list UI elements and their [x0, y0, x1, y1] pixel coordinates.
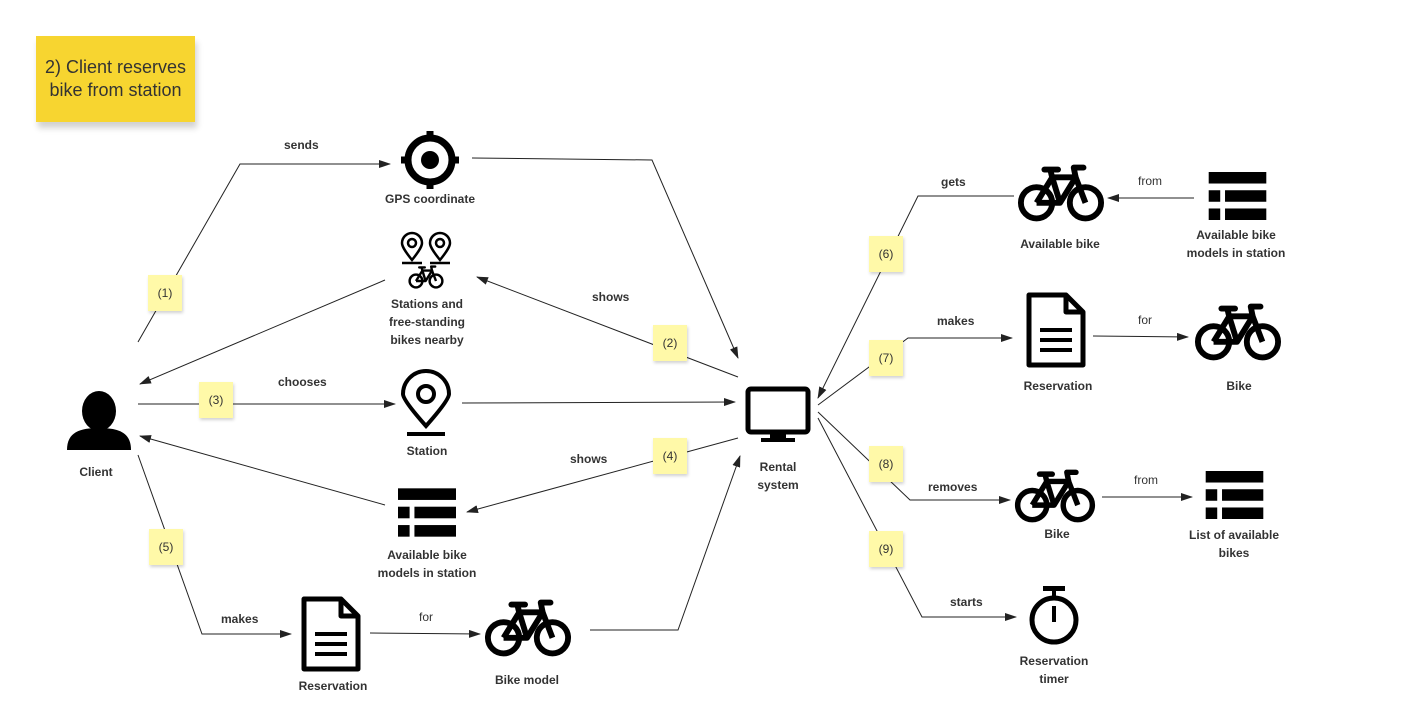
edge-label-removes: removes: [928, 480, 978, 494]
nearby-label: Stations and free-standing bikes nearby: [372, 295, 482, 349]
timer-label: Reservation timer: [1004, 652, 1104, 688]
stopwatch-icon: [1029, 586, 1079, 645]
models-right-label: Available bike models in station: [1174, 226, 1298, 262]
client-label: Client: [79, 465, 113, 479]
edge-station-to-system: [461, 398, 736, 407]
station-label: Station: [406, 444, 448, 458]
nearby-label-line: Stations and: [390, 297, 463, 311]
available-list-label: List of available bikes: [1172, 526, 1296, 562]
available-list-line: bikes: [1218, 546, 1250, 560]
edge-label-from-1: from: [1138, 174, 1162, 188]
rental-system-line: system: [757, 478, 799, 492]
edge-label-for-left: for: [419, 610, 434, 624]
bike-remove-label: Bike: [1044, 527, 1070, 541]
edge-gps-to-system: [471, 157, 739, 359]
gps-target-icon: [401, 131, 459, 189]
available-list-line: List of available: [1188, 528, 1280, 542]
bicycle-icon: [1018, 472, 1093, 519]
reservation-left-label: Reservation: [298, 679, 368, 693]
bicycle-icon: [1198, 307, 1278, 358]
step-note-5: (5): [149, 529, 183, 565]
edge-label-sends: sends: [284, 138, 319, 152]
title-sticky-note: 2) Client reserves bike from station: [36, 36, 195, 122]
edge-label-gets: gets: [941, 175, 966, 189]
person-icon: [67, 391, 131, 450]
edge-for-left: [369, 629, 481, 638]
map-pin-icon: [400, 369, 452, 436]
edge-removes: [817, 411, 1011, 504]
edge-label-shows-2: shows: [570, 452, 608, 466]
step-note-2: (2): [653, 325, 687, 361]
edge-system-shows-nearby: [476, 276, 739, 378]
table-list-icon: [1205, 471, 1264, 519]
models-right-line: Available bike: [1196, 228, 1276, 242]
edge-makes-left: [137, 454, 292, 638]
rental-system-label: Rental system: [743, 458, 813, 494]
step-note-8: (8): [869, 446, 903, 482]
title-line-2: bike from station: [49, 80, 182, 100]
edge-sends: [137, 160, 391, 343]
table-list-icon: [398, 488, 456, 537]
timer-line: Reservation: [1019, 654, 1089, 668]
edge-label-makes-left: makes: [221, 612, 259, 626]
edge-bikemodel-to-system: [590, 455, 741, 631]
step-note-9: (9): [869, 531, 903, 567]
nearby-label-line: bikes nearby: [390, 333, 464, 347]
edge-system-shows-models: [466, 437, 739, 513]
bike-for-label: Bike: [1226, 379, 1252, 393]
models-right-line: models in station: [1186, 246, 1286, 260]
table-list-icon: [1208, 172, 1267, 220]
edge-label-for-right: for: [1138, 313, 1153, 327]
bicycle-icon: [1021, 168, 1101, 219]
edge-nearby-to-client: [139, 279, 386, 385]
available-bike-label: Available bike: [1020, 237, 1100, 251]
step-note-3: (3): [199, 382, 233, 418]
timer-line: timer: [1039, 672, 1069, 686]
edge-label-shows-1: shows: [592, 290, 630, 304]
bicycle-icon: [488, 603, 568, 654]
edge-label-chooses: chooses: [278, 375, 327, 389]
rental-system-line: Rental: [759, 460, 797, 474]
edge-for-right: [1092, 332, 1189, 341]
edge-models-to-client: [139, 435, 386, 506]
edge-label-from-2: from: [1134, 473, 1158, 487]
edge-starts: [817, 417, 1017, 621]
document-icon: [304, 599, 358, 669]
map-pins-bike-icon: [400, 231, 452, 289]
step-note-7: (7): [869, 340, 903, 376]
edge-gets: [817, 195, 1014, 399]
models-left-label: Available bike models in station: [365, 546, 489, 582]
step-note-1: (1): [148, 275, 182, 311]
reservation-right-label: Reservation: [1023, 379, 1093, 393]
models-left-line: Available bike: [387, 548, 467, 562]
models-left-line: models in station: [377, 566, 477, 580]
step-note-4: (4): [653, 438, 687, 474]
edge-label-starts: starts: [950, 595, 983, 609]
edge-label-makes-right: makes: [937, 314, 975, 328]
bike-model-label: Bike model: [494, 673, 560, 687]
document-icon: [1029, 295, 1083, 365]
step-note-6: (6): [869, 236, 903, 272]
nearby-label-line: free-standing: [388, 315, 465, 329]
gps-label: GPS coordinate: [384, 192, 476, 206]
edge-makes-right: [817, 334, 1013, 406]
monitor-icon: [745, 386, 811, 442]
title-line-1: 2) Client reserves: [44, 57, 187, 77]
